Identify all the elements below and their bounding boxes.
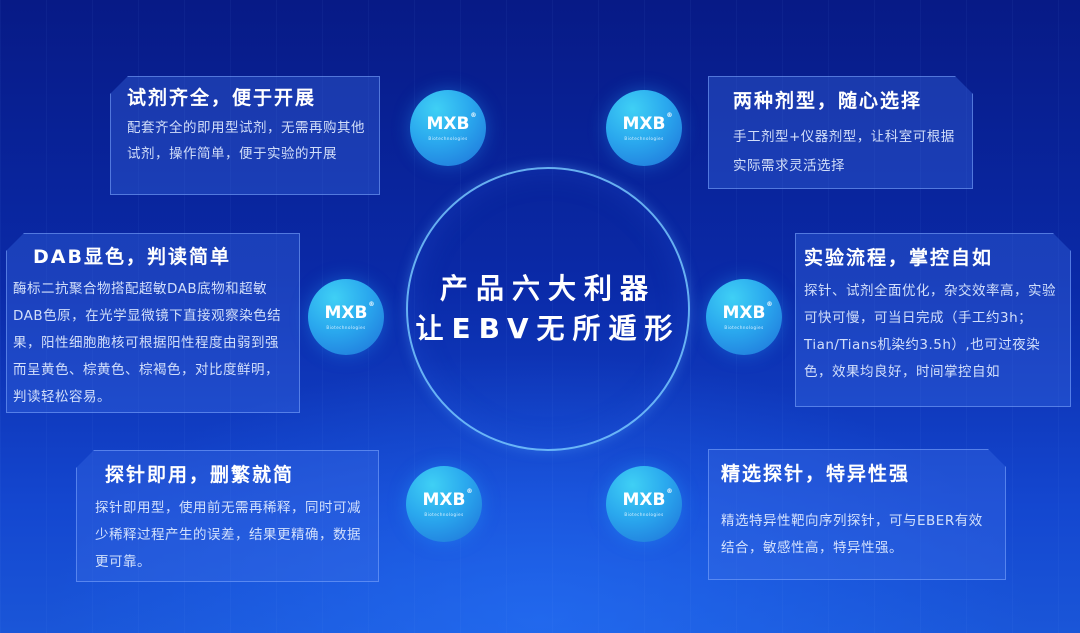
logo-subtitle: Biotechnologies bbox=[428, 135, 468, 141]
feature-card-probe-ready: 探针即用，删繁就简 探针即用型，使用前无需再稀释，同时可减少稀释过程产生的误差，… bbox=[76, 450, 379, 582]
feature-body: 精选特异性靶向序列探针，可与EBER有效结合，敏感性高，特异性强。 bbox=[721, 513, 983, 556]
logo-mark: MXB® bbox=[622, 487, 673, 510]
mxb-logo-bottom-right: MXB® Biotechnologies bbox=[606, 466, 682, 542]
logo-mark: MXB® bbox=[324, 300, 375, 323]
feature-body: 探针即用型，使用前无需再稀释，同时可减少稀释过程产生的误差，结果更精确，数据更可… bbox=[95, 500, 361, 570]
mxb-logo-mid-right: MXB® Biotechnologies bbox=[706, 279, 782, 355]
feature-title: 精选探针，特异性强 bbox=[721, 463, 911, 485]
logo-subtitle: Biotechnologies bbox=[724, 324, 764, 330]
mxb-logo-top-right: MXB® Biotechnologies bbox=[606, 90, 682, 166]
logo-subtitle: Biotechnologies bbox=[424, 511, 464, 517]
feature-title: 两种剂型，随心选择 bbox=[733, 90, 923, 112]
logo-subtitle: Biotechnologies bbox=[326, 324, 366, 330]
logo-mark: MXB® bbox=[622, 111, 673, 134]
feature-title: 探针即用，删繁就简 bbox=[105, 464, 295, 486]
feature-body: 配套齐全的即用型试剂，无需再购其他试剂，操作简单，便于实验的开展 bbox=[127, 120, 365, 162]
mxb-logo-top-left: MXB® Biotechnologies bbox=[410, 90, 486, 166]
logo-mark: MXB® bbox=[426, 111, 477, 134]
feature-card-reagents: 试剂齐全，便于开展 配套齐全的即用型试剂，无需再购其他试剂，操作简单，便于实验的… bbox=[110, 76, 380, 195]
feature-title: DAB显色，判读简单 bbox=[33, 246, 231, 268]
feature-body: 探针、试剂全面优化，杂交效率高，实验可快可慢，可当日完成（手工约3h；Tian/… bbox=[804, 283, 1056, 380]
center-circle: 产品六大利器 让EBV无所遁形 bbox=[406, 167, 690, 451]
mxb-logo-bottom-left: MXB® Biotechnologies bbox=[406, 466, 482, 542]
feature-card-dab: DAB显色，判读简单 酶标二抗聚合物搭配超敏DAB底物和超敏DAB色原，在光学显… bbox=[6, 233, 300, 413]
logo-subtitle: Biotechnologies bbox=[624, 135, 664, 141]
feature-body: 酶标二抗聚合物搭配超敏DAB底物和超敏DAB色原，在光学显微镜下直接观察染色结果… bbox=[13, 281, 282, 405]
feature-card-probe-specificity: 精选探针，特异性强 精选特异性靶向序列探针，可与EBER有效结合，敏感性高，特异… bbox=[708, 449, 1006, 580]
logo-subtitle: Biotechnologies bbox=[624, 511, 664, 517]
feature-title: 实验流程，掌控自如 bbox=[804, 247, 994, 269]
feature-title: 试剂齐全，便于开展 bbox=[127, 87, 317, 109]
center-title-line-1: 产品六大利器 bbox=[439, 272, 656, 305]
center-title-line-2: 让EBV无所遁形 bbox=[415, 312, 681, 345]
logo-mark: MXB® bbox=[722, 300, 773, 323]
feature-card-formulations: 两种剂型，随心选择 手工剂型+仪器剂型，让科室可根据实际需求灵活选择 bbox=[708, 76, 973, 189]
feature-body: 手工剂型+仪器剂型，让科室可根据实际需求灵活选择 bbox=[733, 129, 955, 174]
logo-mark: MXB® bbox=[422, 487, 473, 510]
mxb-logo-mid-left: MXB® Biotechnologies bbox=[308, 279, 384, 355]
feature-card-workflow: 实验流程，掌控自如 探针、试剂全面优化，杂交效率高，实验可快可慢，可当日完成（手… bbox=[795, 233, 1071, 407]
